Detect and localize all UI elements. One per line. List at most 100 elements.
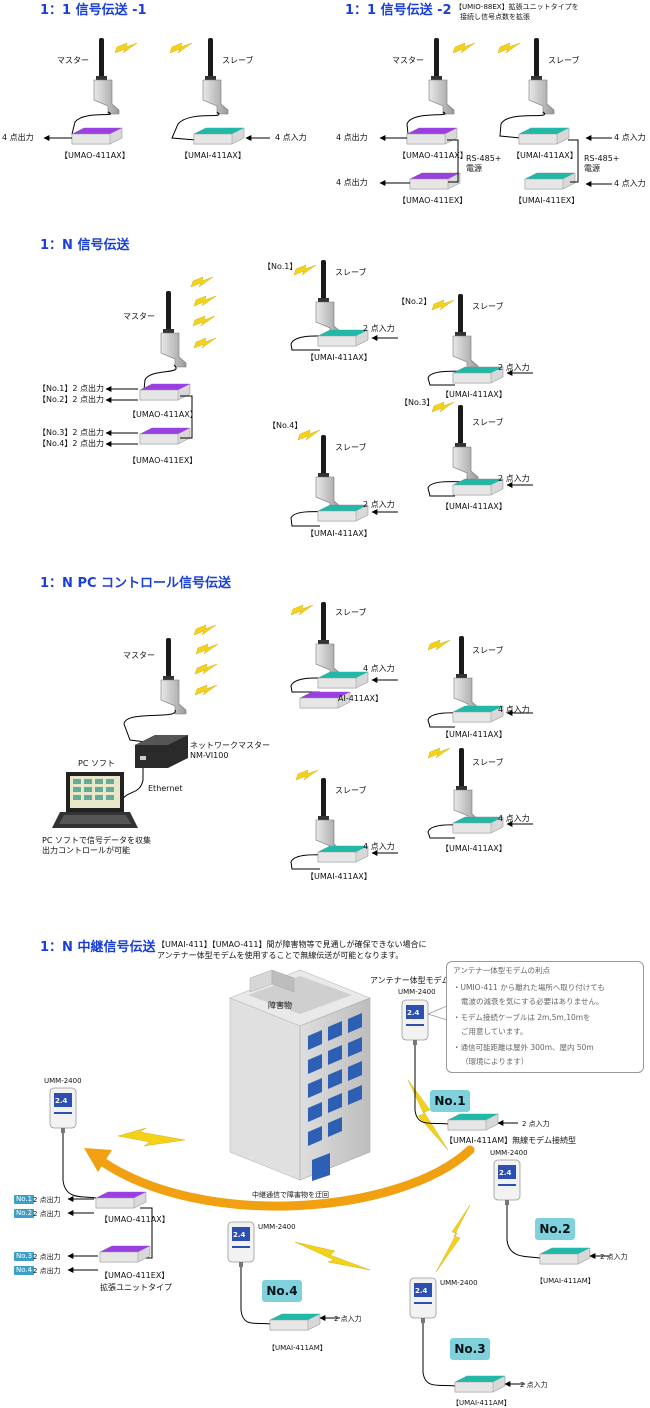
- s1-cable-2: [171, 111, 220, 141]
- relay-arrow: [95, 1145, 475, 1211]
- s5-no4-unit: [269, 1313, 321, 1331]
- s5-no2-in: 2 点入力: [600, 1253, 628, 1261]
- s3-master-antenna: [160, 290, 187, 368]
- s4-slave3-umai: 【UMAI-411AX】: [306, 872, 372, 881]
- antenna-modem-label: アンテナー体型モデム: [370, 976, 450, 985]
- s2-in-label-2: 4 点入力: [614, 179, 646, 188]
- s2-umao-unit: [406, 127, 458, 145]
- s2-umao-ex-label: 【UMAO-411EX】: [398, 196, 468, 205]
- network-master-label-2: NM-VI100: [190, 751, 229, 760]
- s4-slave2-in: 4 点入力: [498, 705, 530, 714]
- s4-slave1-in: 4 点入力: [363, 664, 395, 673]
- s5-bolt-3: [435, 1204, 471, 1273]
- s3-slave3-in: 2 点入力: [498, 474, 530, 483]
- s3-umao-label: 【UMAO-411AX】: [128, 410, 198, 419]
- s2-master-label: マスター: [392, 56, 424, 65]
- tag-no2: No.2: [14, 1209, 35, 1218]
- section1-title: 1：1 信号伝送 -1: [40, 3, 147, 18]
- s3-slave2-umai: 【UMAI-411AX】: [441, 390, 507, 399]
- s3-slave1-label: スレーブ: [335, 268, 367, 277]
- s3-slave2-label: スレーブ: [472, 302, 504, 311]
- s3-link: [180, 395, 193, 439]
- s3-slave3-bolt: [431, 401, 455, 413]
- s3-bolt-d: [193, 337, 217, 349]
- s2-slave-antenna: [528, 37, 555, 115]
- s4-slave2-unit: [452, 705, 504, 723]
- s2-out-label-2: 4 点出力: [336, 178, 368, 187]
- s2-out-label-1: 4 点出力: [336, 133, 368, 142]
- note-line4: ご用意しています。: [461, 1027, 528, 1036]
- s4-bolt-c: [194, 663, 218, 675]
- s3-no3-out: 【No.3】2 点出力: [38, 428, 105, 437]
- s5-no4-umai: 【UMAI-411AM】: [268, 1344, 327, 1352]
- s4-slave3-unit: [317, 845, 369, 863]
- modem-digit-master: 2.4: [55, 1097, 68, 1105]
- note-title: アンテナ一体型モデムの利点: [453, 966, 551, 975]
- s4-slave2-label: スレーブ: [472, 646, 504, 655]
- s1-umao-label: 【UMAO-411AX】: [60, 151, 130, 160]
- s3-slave3-label: スレーブ: [472, 418, 504, 427]
- umm-label-no1: UMM-2400: [398, 988, 436, 996]
- s3-slave4-label: スレーブ: [335, 443, 367, 452]
- relay-arrowhead: [84, 1148, 112, 1172]
- umm-label-no3: UMM-2400: [440, 1279, 478, 1287]
- s3-bolt-a: [190, 276, 214, 288]
- s2-slave-label: スレーブ: [548, 56, 580, 65]
- s4-slave3-bolt: [295, 769, 319, 781]
- obstacle-building: [229, 969, 371, 1181]
- badge-no3: No.3: [450, 1338, 490, 1360]
- note-line6: （環境によります）: [461, 1057, 529, 1066]
- s5-umao-label: 【UMAO-411AX】: [100, 1215, 170, 1224]
- note-line2: 電波の減衰を気にする必要はありません。: [461, 997, 604, 1006]
- s4-slave3-in: 4 点入力: [363, 842, 395, 851]
- s5-umao-ex-unit: [99, 1245, 151, 1263]
- s2-umai-ex-unit: [524, 172, 576, 190]
- s4-slave1-unit: [317, 671, 369, 689]
- s1-umao-unit: [71, 127, 123, 145]
- s4-slave4-bolt: [427, 747, 451, 759]
- tag-no3: No.3: [14, 1252, 35, 1261]
- s5-no2-out: 2 点出力: [33, 1210, 61, 1218]
- s5-no1-umai-desc: 【UMAI-411AM】無線モデム接続型: [445, 1136, 576, 1145]
- s4-slave3-label: スレーブ: [335, 786, 367, 795]
- s5-no3-out: 2 点出力: [33, 1253, 61, 1261]
- s4-slave4-umai: 【UMAI-411AX】: [441, 844, 507, 853]
- ethernet-label: Ethernet: [148, 784, 183, 793]
- badge-no4: No.4: [262, 1280, 302, 1302]
- s2-bolt-2: [497, 42, 521, 54]
- modem-no2: [493, 1159, 521, 1206]
- s2-rs485-slave: RS-485+: [584, 154, 620, 163]
- s3-slave2-unit: [452, 366, 504, 384]
- s1-out-label: 4 点出力: [2, 133, 34, 142]
- s2-umai-unit: [518, 127, 570, 145]
- s5-cable-master: [62, 1133, 97, 1199]
- tag-no1: No.1: [14, 1195, 35, 1204]
- s2-cable-1: [406, 111, 446, 135]
- s1-in-label: 4 点入力: [275, 133, 307, 142]
- modem-digit-no2: 2.4: [499, 1169, 512, 1177]
- s3-no2-out: 【No.2】2 点出力: [38, 395, 105, 404]
- s3-no4-tag: 【No.4】: [268, 421, 303, 430]
- s3-bolt-c: [192, 315, 216, 327]
- s2-note-line2: 接続し信号点数を拡張: [460, 13, 530, 21]
- note-pointer: [426, 1005, 448, 1021]
- s3-umao-ex-label: 【UMAO-411EX】: [128, 456, 198, 465]
- s3-umao-ex-unit: [139, 427, 191, 445]
- s2-link-master: [447, 139, 459, 183]
- s1-bolt-1: [114, 42, 138, 54]
- s5-no3-in: 2 点入力: [520, 1381, 548, 1389]
- s3-slave1-unit: [317, 329, 369, 347]
- s3-no4-out: 【No.4】2 点出力: [38, 439, 105, 448]
- s3-master-label: マスター: [123, 312, 155, 321]
- s3-slave3-unit: [452, 478, 504, 496]
- s4-bolt-b: [195, 643, 219, 655]
- s5-cable-no2: [506, 1205, 541, 1259]
- s4-master-antenna: [160, 637, 187, 715]
- pc-desc-line1: PC ソフトで信号データを収集: [42, 836, 151, 845]
- s2-bolt-1: [452, 42, 476, 54]
- s2-rs485-master: RS-485+: [466, 154, 502, 163]
- umm-label-no2: UMM-2400: [490, 1149, 528, 1157]
- s2-link-slave: [568, 139, 579, 183]
- s2-cable-2: [499, 111, 546, 139]
- s3-no1-out: 【No.1】2 点出力: [38, 384, 105, 393]
